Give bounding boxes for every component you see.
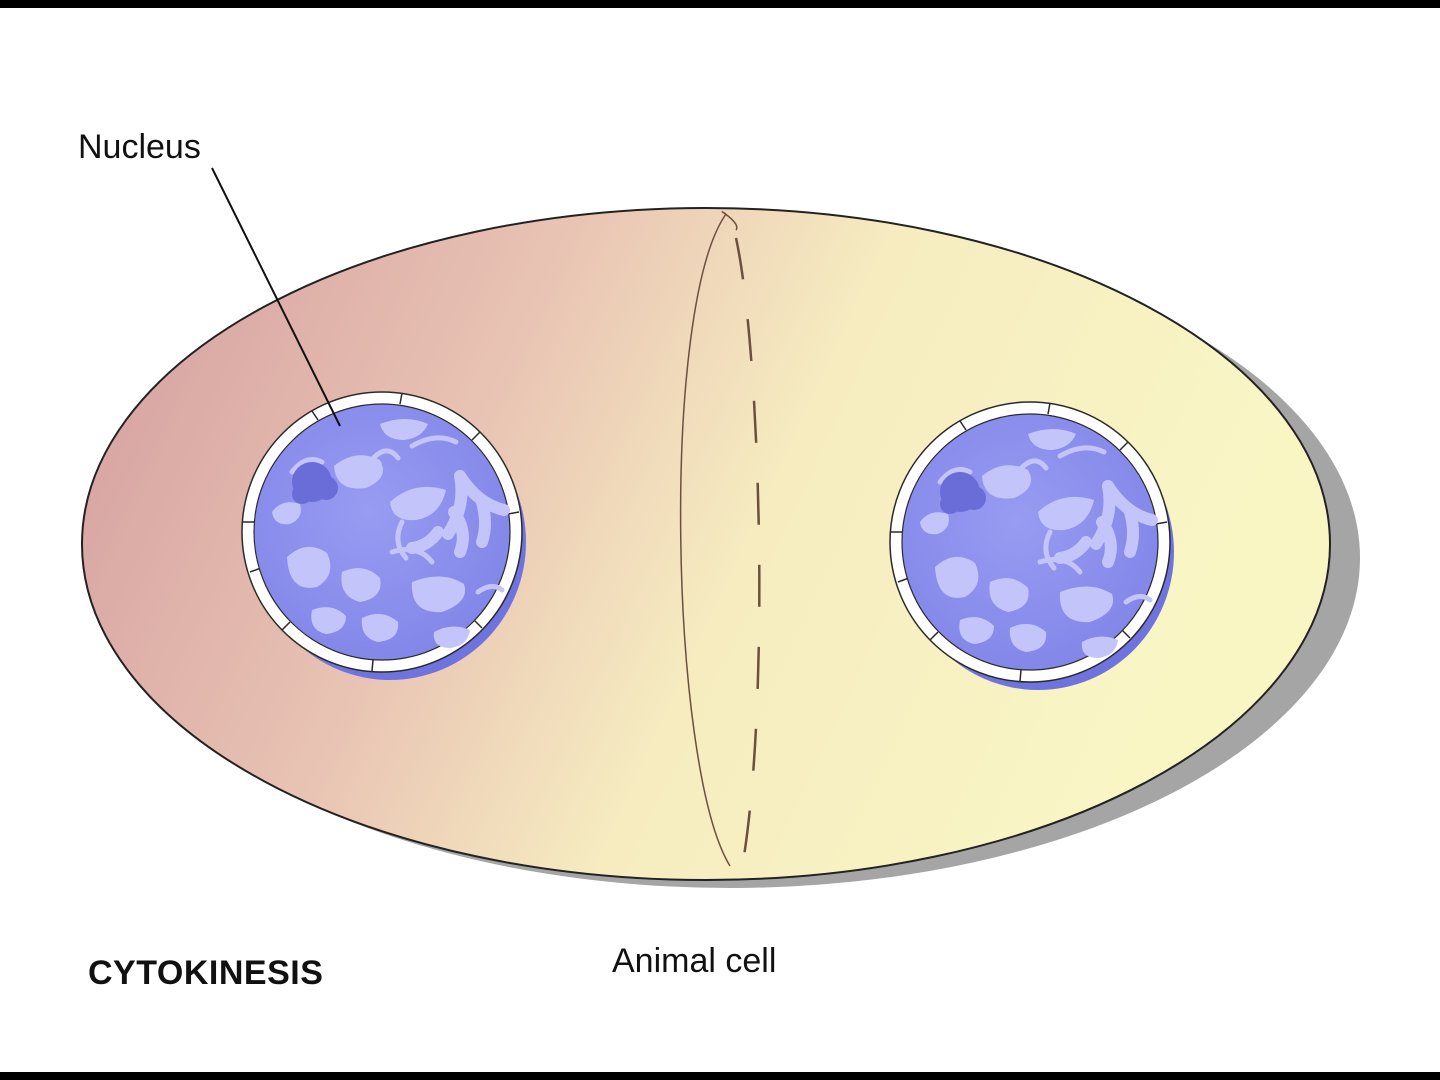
- cytokinesis-diagram: Nucleus CYTOKINESIS Animal cell: [78, 128, 1360, 992]
- cell-type-label: Animal cell: [612, 942, 776, 980]
- cleavage-furrow-top: [721, 211, 738, 231]
- cell-membrane: [81, 207, 1331, 881]
- cleavage-furrow-front: [679, 213, 731, 867]
- nucleus-leader-line: [211, 167, 341, 427]
- stage-title: CYTOKINESIS: [88, 954, 323, 992]
- nucleus-label: Nucleus: [78, 128, 201, 166]
- diagram-canvas: Nucleus CYTOKINESIS Animal cell: [0, 8, 1440, 1072]
